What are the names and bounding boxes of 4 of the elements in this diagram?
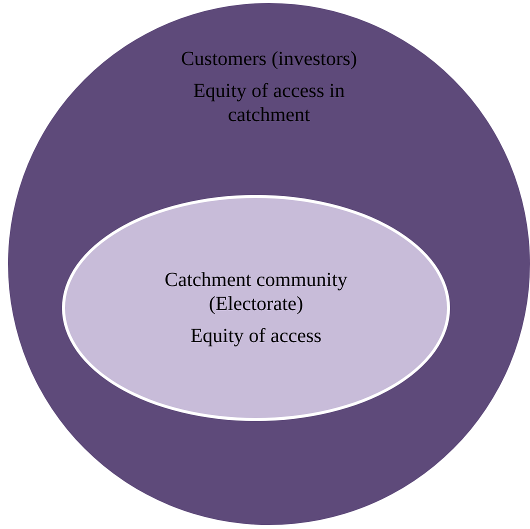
node-text: Equity of access in catchment — [192, 79, 346, 127]
node-heading: Catchment community (Electorate) — [164, 268, 348, 316]
node-text: Equity of access — [190, 324, 322, 348]
node-heading: Customers (investors) — [180, 47, 358, 71]
